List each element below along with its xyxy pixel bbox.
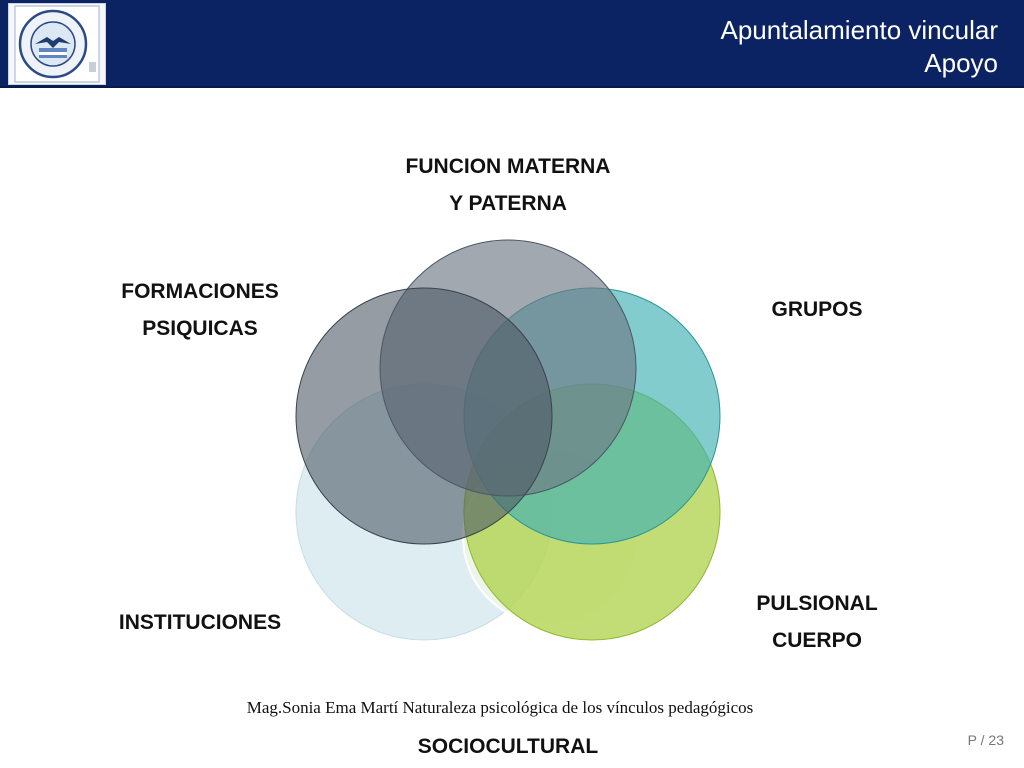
university-logo bbox=[8, 3, 106, 85]
label-pulsional-line2: CUERPO bbox=[772, 629, 862, 652]
label-sociocultural: SOCIOCULTURAL bbox=[358, 728, 658, 765]
footer-credit: Mag.Sonia Ema Martí Naturaleza psicológi… bbox=[246, 698, 754, 717]
label-grupos-text: GRUPOS bbox=[771, 298, 863, 321]
label-grupos: GRUPOS bbox=[717, 291, 917, 328]
slide-header: Apuntalamiento vincular Apoyo bbox=[0, 0, 1024, 88]
slide-title-line2: Apoyo bbox=[924, 48, 998, 78]
label-funcion-line1: FUNCION MATERNA bbox=[405, 155, 611, 178]
page-number: P / 23 bbox=[967, 732, 1004, 748]
slide-title-line1: Apuntalamiento vincular bbox=[720, 15, 999, 45]
label-instituciones: INSTITUCIONES bbox=[70, 604, 330, 641]
label-formaciones-line2: PSIQUICAS bbox=[142, 317, 258, 340]
label-funcion-materna: FUNCION MATERNA Y PATERNA bbox=[358, 148, 658, 222]
label-instituciones-text: INSTITUCIONES bbox=[118, 611, 282, 634]
circle-formaciones bbox=[295, 287, 553, 545]
label-pulsional-line1: PULSIONAL bbox=[756, 592, 878, 615]
label-formaciones: FORMACIONES PSIQUICAS bbox=[70, 273, 330, 347]
label-pulsional: PULSIONAL CUERPO bbox=[717, 585, 917, 659]
label-formaciones-line1: FORMACIONES bbox=[121, 280, 279, 303]
university-seal-icon bbox=[14, 5, 100, 83]
label-funcion-line2: Y PATERNA bbox=[449, 192, 567, 215]
label-sociocultural-text: SOCIOCULTURAL bbox=[417, 735, 599, 758]
slide-title: Apuntalamiento vincular Apoyo bbox=[721, 14, 999, 80]
